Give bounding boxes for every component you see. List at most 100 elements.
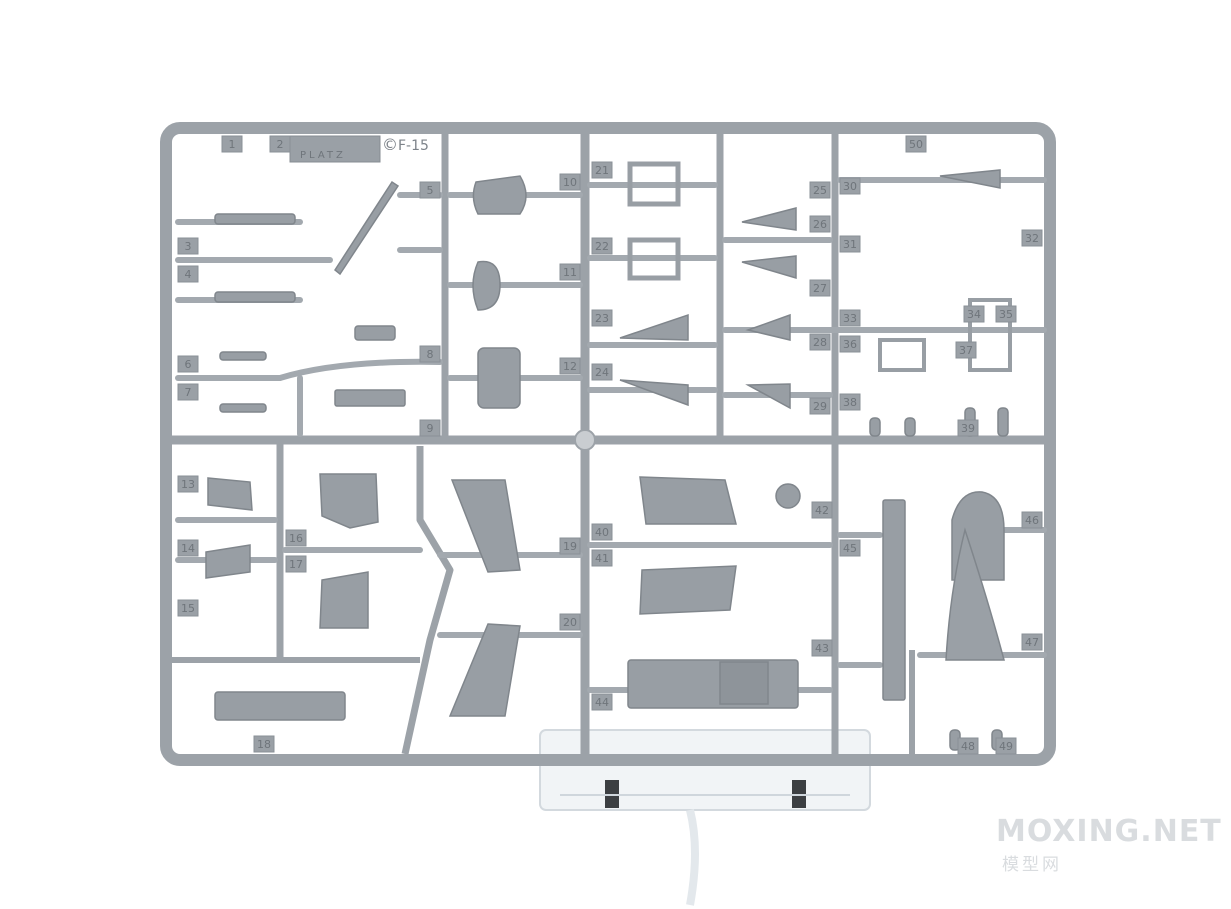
- part-tag: [839, 177, 861, 195]
- beam-part-18: [214, 691, 346, 721]
- nose-probe-part: [939, 169, 1001, 189]
- part-number: 43: [815, 642, 829, 655]
- part-number: 29: [813, 400, 827, 413]
- part-tag: [591, 161, 613, 179]
- clear-stand: [539, 729, 871, 906]
- part-number: 33: [843, 312, 857, 325]
- part-number: 21: [595, 164, 609, 177]
- part-tag: [177, 539, 199, 557]
- part-tag: [995, 737, 1017, 755]
- part-number: 3: [185, 240, 192, 253]
- part-tag: [591, 237, 613, 255]
- part-number: 45: [843, 542, 857, 555]
- nose-cone-part: [945, 527, 1005, 661]
- part-number: 19: [563, 540, 577, 553]
- fin-part-29: [745, 383, 791, 410]
- stabilator-part-19: [450, 479, 521, 573]
- fin-part-24: [619, 379, 689, 407]
- part-tag: [419, 181, 441, 199]
- part-tag: [809, 333, 831, 351]
- part-number: 50: [909, 138, 923, 151]
- part-tag: [419, 345, 441, 363]
- part-number: 6: [185, 358, 192, 371]
- part-tag: [809, 215, 831, 233]
- part-tag: [963, 305, 985, 323]
- part-number: 31: [843, 238, 857, 251]
- center-gate: [574, 429, 596, 451]
- watermark-title: MOXING.NET: [996, 814, 1222, 849]
- part-tag: [559, 173, 581, 191]
- part-tag: [177, 355, 199, 373]
- part-number: 2: [277, 138, 284, 151]
- part-tag: [559, 613, 581, 631]
- part-number: 26: [813, 218, 827, 231]
- part-tag: [1021, 633, 1043, 651]
- part-number: 37: [959, 344, 973, 357]
- part-tag: [591, 549, 613, 567]
- part-tag: [177, 599, 199, 617]
- part-number: 17: [289, 558, 303, 571]
- grille-part: [477, 347, 521, 409]
- part-tag: [177, 475, 199, 493]
- part-tag: [559, 537, 581, 555]
- part-tag: [955, 341, 977, 359]
- part-number: 48: [961, 740, 975, 753]
- part-number: 44: [595, 696, 609, 709]
- part-number: 11: [563, 266, 577, 279]
- part-number: 23: [595, 312, 609, 325]
- part-tag: [591, 309, 613, 327]
- fin-part-27: [741, 255, 797, 280]
- part-number: 27: [813, 282, 827, 295]
- part-number: 13: [181, 478, 195, 491]
- part-number: 25: [813, 184, 827, 197]
- part-number: 35: [999, 308, 1013, 321]
- part-number: 42: [815, 504, 829, 517]
- fin-part-23: [619, 313, 689, 341]
- part-number: 38: [843, 396, 857, 409]
- rail-part-45: [882, 499, 906, 701]
- brand-plate: PLATZ © F-15: [289, 135, 429, 163]
- fuel-tank-part: [472, 175, 527, 215]
- panel-part-13: [207, 477, 253, 511]
- part-tag: [809, 279, 831, 297]
- part-tag: [285, 529, 307, 547]
- part-number: 15: [181, 602, 195, 615]
- part-tag: [559, 263, 581, 281]
- flap-part-41: [639, 565, 737, 615]
- part-tag: [839, 335, 861, 353]
- part-number: 10: [563, 176, 577, 189]
- part-number: 46: [1025, 514, 1039, 527]
- kit-code: F-15: [398, 138, 429, 154]
- part-tag: [177, 383, 199, 401]
- stabilator-part-20: [448, 623, 521, 717]
- part-tag: [591, 523, 613, 541]
- part-tag: [253, 735, 275, 753]
- part-number: 28: [813, 336, 827, 349]
- part-number: 12: [563, 360, 577, 373]
- part-number: 7: [185, 386, 192, 399]
- part-number: 5: [427, 184, 434, 197]
- kit-parts: [205, 161, 1012, 751]
- frame-part-22: [627, 237, 681, 281]
- part-tag: [285, 555, 307, 573]
- part-number: 18: [257, 738, 271, 751]
- part-number: 22: [595, 240, 609, 253]
- part-number: 32: [1025, 232, 1039, 245]
- part-number: 8: [427, 348, 434, 361]
- panel-part-14: [205, 544, 251, 579]
- part-tag: [839, 393, 861, 411]
- bulkhead-part: [472, 260, 501, 311]
- part-tag: [177, 265, 199, 283]
- part-number: 40: [595, 526, 609, 539]
- part-tag: [591, 693, 613, 711]
- part-number: 9: [427, 422, 434, 435]
- brand-text: PLATZ: [300, 150, 346, 161]
- part-tag: [811, 501, 833, 519]
- part-number: 41: [595, 552, 609, 565]
- copyright-mark: ©: [382, 135, 398, 154]
- part-number: 47: [1025, 636, 1039, 649]
- part-tag: [221, 135, 243, 153]
- part-tag: [419, 419, 441, 437]
